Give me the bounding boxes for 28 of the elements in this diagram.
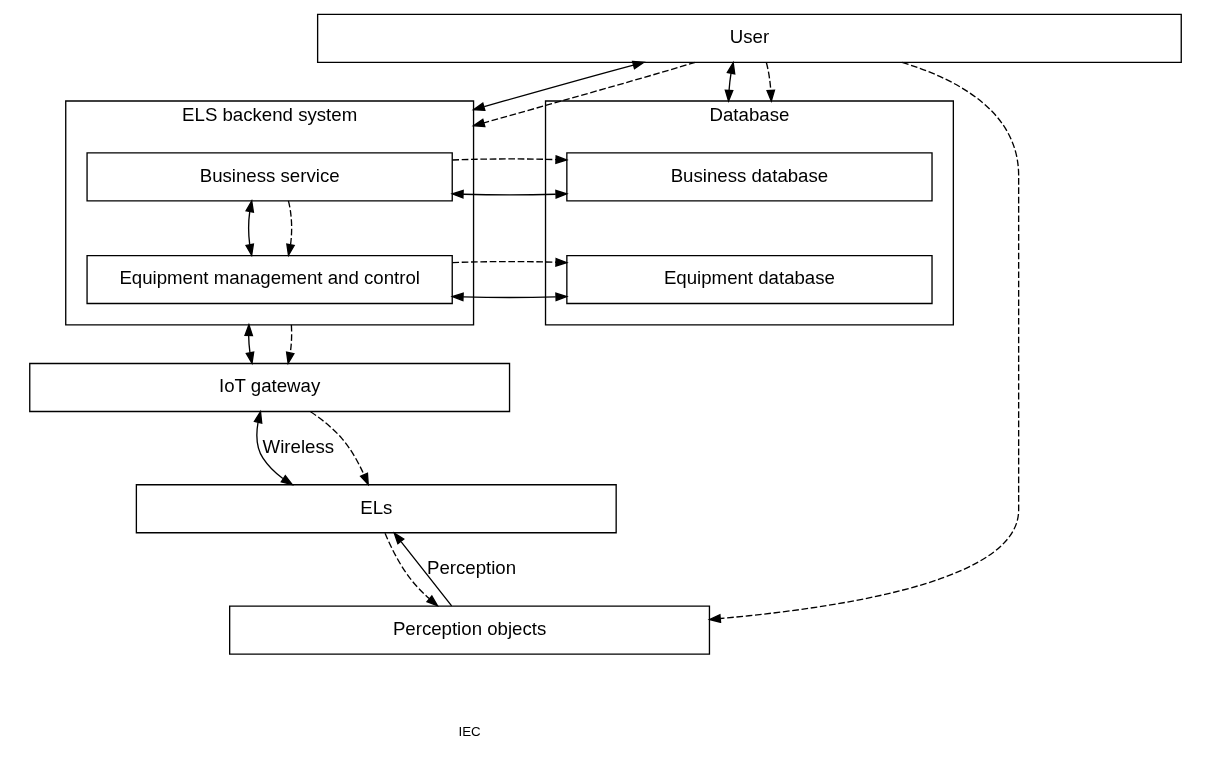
node-box: Perception objects [228, 604, 710, 655]
arrow [451, 257, 569, 267]
node-box: Equipment management and control [85, 254, 453, 304]
arrow [471, 61, 696, 127]
arrow [471, 60, 646, 111]
node-box: IoT gateway [28, 362, 510, 412]
arrow [309, 410, 369, 486]
arrow [451, 154, 569, 164]
arrow [285, 199, 295, 257]
node-box: Equipment database [565, 254, 933, 304]
arrow [252, 409, 294, 486]
arrow [765, 61, 775, 103]
arrow [383, 532, 439, 607]
edge-label: Perception [426, 556, 516, 578]
arrow [707, 61, 1019, 623]
node-box: User [316, 13, 1182, 63]
arrow [723, 60, 735, 103]
arrow [449, 291, 569, 302]
arrow [285, 323, 295, 365]
node-box: ELs [135, 483, 617, 533]
label: IEC [457, 723, 481, 739]
arrow [243, 322, 254, 365]
node-box: Business database [565, 151, 933, 202]
edge-label: Wireless [262, 435, 334, 457]
arrow [449, 189, 569, 199]
arrow [392, 530, 452, 607]
arrow [244, 198, 254, 257]
node-box: Business service [85, 151, 453, 202]
